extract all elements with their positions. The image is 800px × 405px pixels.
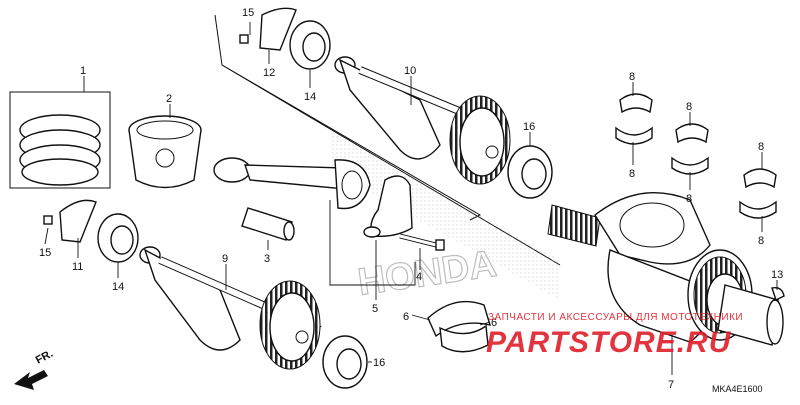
callout-4: 4 — [416, 271, 422, 283]
callout-numbers: 1 2 3 4 5 6 6 7 8 8 8 8 8 8 9 10 11 12 1… — [39, 7, 783, 391]
ball-bearings-16 — [322, 145, 553, 389]
callout-12: 12 — [263, 67, 275, 79]
callout-9: 9 — [222, 253, 228, 265]
callout-2: 2 — [166, 93, 172, 105]
watermark: ЗАПЧАСТИ И АКСЕССУАРЫ ДЛЯ МОТОТЕХНИКИ PA… — [486, 312, 743, 359]
rod-bolt — [399, 233, 445, 251]
crankshaft — [547, 192, 784, 346]
callout-8b: 8 — [629, 168, 635, 180]
callout-7: 7 — [668, 379, 674, 391]
callout-6b: 6 — [491, 317, 497, 329]
callout-14a: 14 — [304, 91, 316, 103]
ball-bearings-14 — [97, 20, 331, 263]
direction-label: FR. — [34, 348, 55, 367]
callout-8a: 8 — [629, 71, 635, 83]
callout-3: 3 — [264, 253, 270, 265]
callout-13: 13 — [771, 269, 783, 281]
callout-1: 1 — [80, 65, 86, 77]
rod-bearings — [427, 300, 492, 353]
callout-10: 10 — [404, 65, 416, 77]
callout-8e: 8 — [758, 141, 764, 153]
woodruff-key — [771, 286, 785, 301]
callout-11: 11 — [72, 261, 83, 273]
balancer-shaft-lower — [139, 246, 322, 370]
leader-lines — [44, 22, 778, 375]
callout-16a: 16 — [523, 121, 535, 133]
front-direction-indicator: FR. — [14, 348, 55, 390]
balancer-shaft-upper — [334, 56, 511, 185]
piston-pin — [241, 207, 295, 241]
callout-6a: 6 — [403, 311, 409, 323]
diagram-code: MKA4E1600 — [712, 384, 763, 394]
connecting-rod — [213, 157, 371, 210]
watermark-brand: PARTSTORE.RU — [486, 326, 732, 359]
main-bearings — [615, 93, 777, 219]
piston-rings — [9, 91, 111, 189]
callout-5: 5 — [372, 303, 378, 315]
arrow-icon — [14, 370, 48, 390]
callout-8f: 8 — [758, 235, 764, 247]
callout-15b: 15 — [39, 247, 51, 259]
honda-logo: HONDA — [355, 243, 499, 304]
callout-8d: 8 — [686, 193, 692, 205]
callout-15a: 15 — [242, 7, 254, 19]
callout-8c: 8 — [686, 101, 692, 113]
callout-16b: 16 — [373, 357, 385, 369]
callout-14b: 14 — [112, 281, 124, 293]
piston — [128, 115, 202, 189]
watermark-subtitle: ЗАПЧАСТИ И АКСЕССУАРЫ ДЛЯ МОТОТЕХНИКИ — [488, 312, 743, 323]
plates-and-bolts — [43, 7, 297, 243]
rod-cap — [329, 175, 416, 286]
